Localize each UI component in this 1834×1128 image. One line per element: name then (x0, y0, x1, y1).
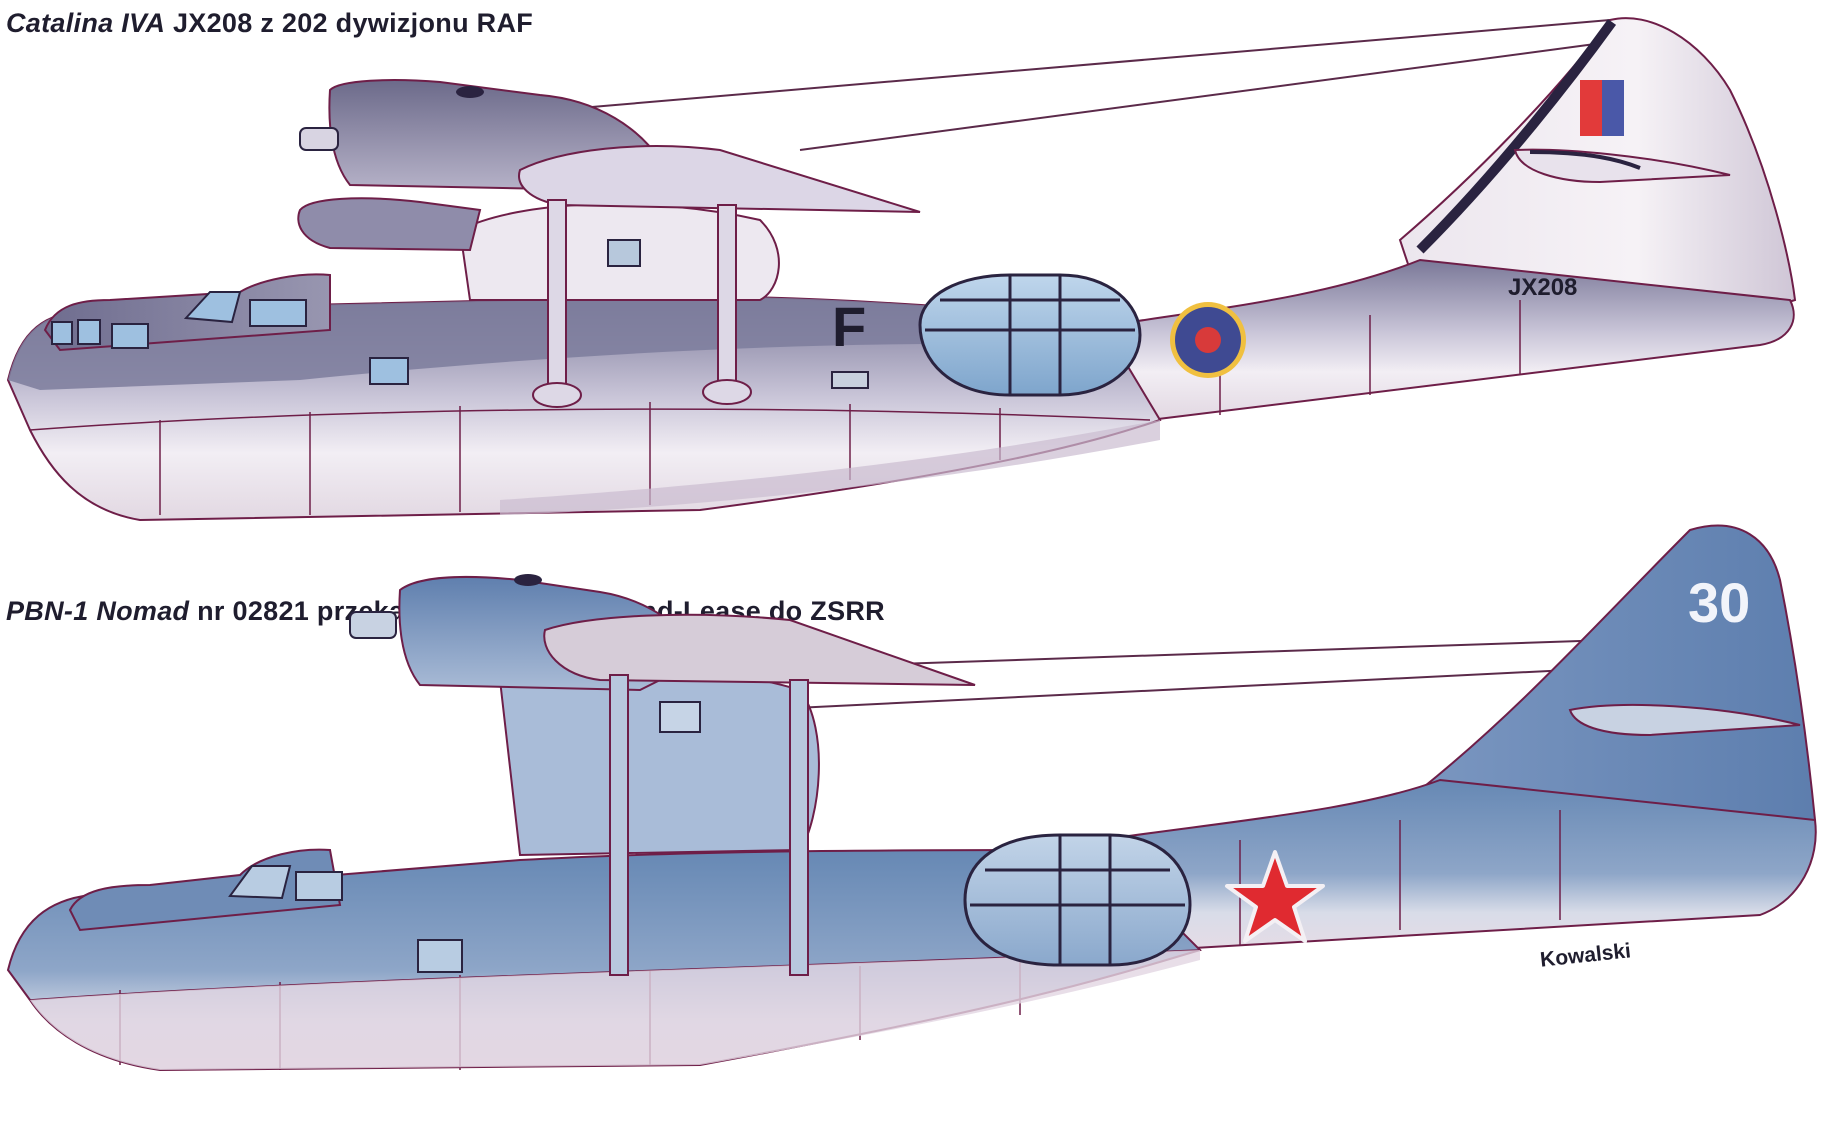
caption-nomad-name: PBN-1 Nomad (6, 596, 190, 626)
tail-number: 30 (1688, 571, 1750, 634)
caption-catalina: Catalina IVA JX208 z 202 dywizjonu RAF (6, 8, 533, 39)
waist-blister (963, 833, 1192, 967)
soviet-red-star (1225, 850, 1325, 943)
wing (543, 613, 976, 686)
nomad-profile-illustration: 30 (6, 524, 1817, 1072)
cockpit-windows (228, 865, 343, 901)
raf-fin-flash (1580, 80, 1624, 136)
tailplane (1568, 704, 1801, 737)
caption-catalina-text: JX208 z 202 dywizjonu RAF (165, 8, 534, 38)
rear-fuselage (1079, 258, 1795, 421)
wing-pylon (498, 665, 820, 857)
wing-struts (609, 674, 809, 976)
tailplane (1513, 148, 1731, 184)
squadron-code-letter: F (832, 295, 866, 358)
tail-fin (1418, 524, 1817, 852)
waist-blister (918, 273, 1142, 397)
raf-roundel (1170, 302, 1246, 378)
rigging-wires (579, 19, 1611, 151)
cockpit-windows (51, 291, 307, 349)
caption-catalina-name: Catalina IVA (6, 8, 166, 38)
wing-struts (532, 199, 752, 408)
serial-number: JX208 (1508, 274, 1577, 301)
wing (518, 145, 921, 213)
catalina-profile-illustration: F JX208 (6, 17, 1797, 522)
